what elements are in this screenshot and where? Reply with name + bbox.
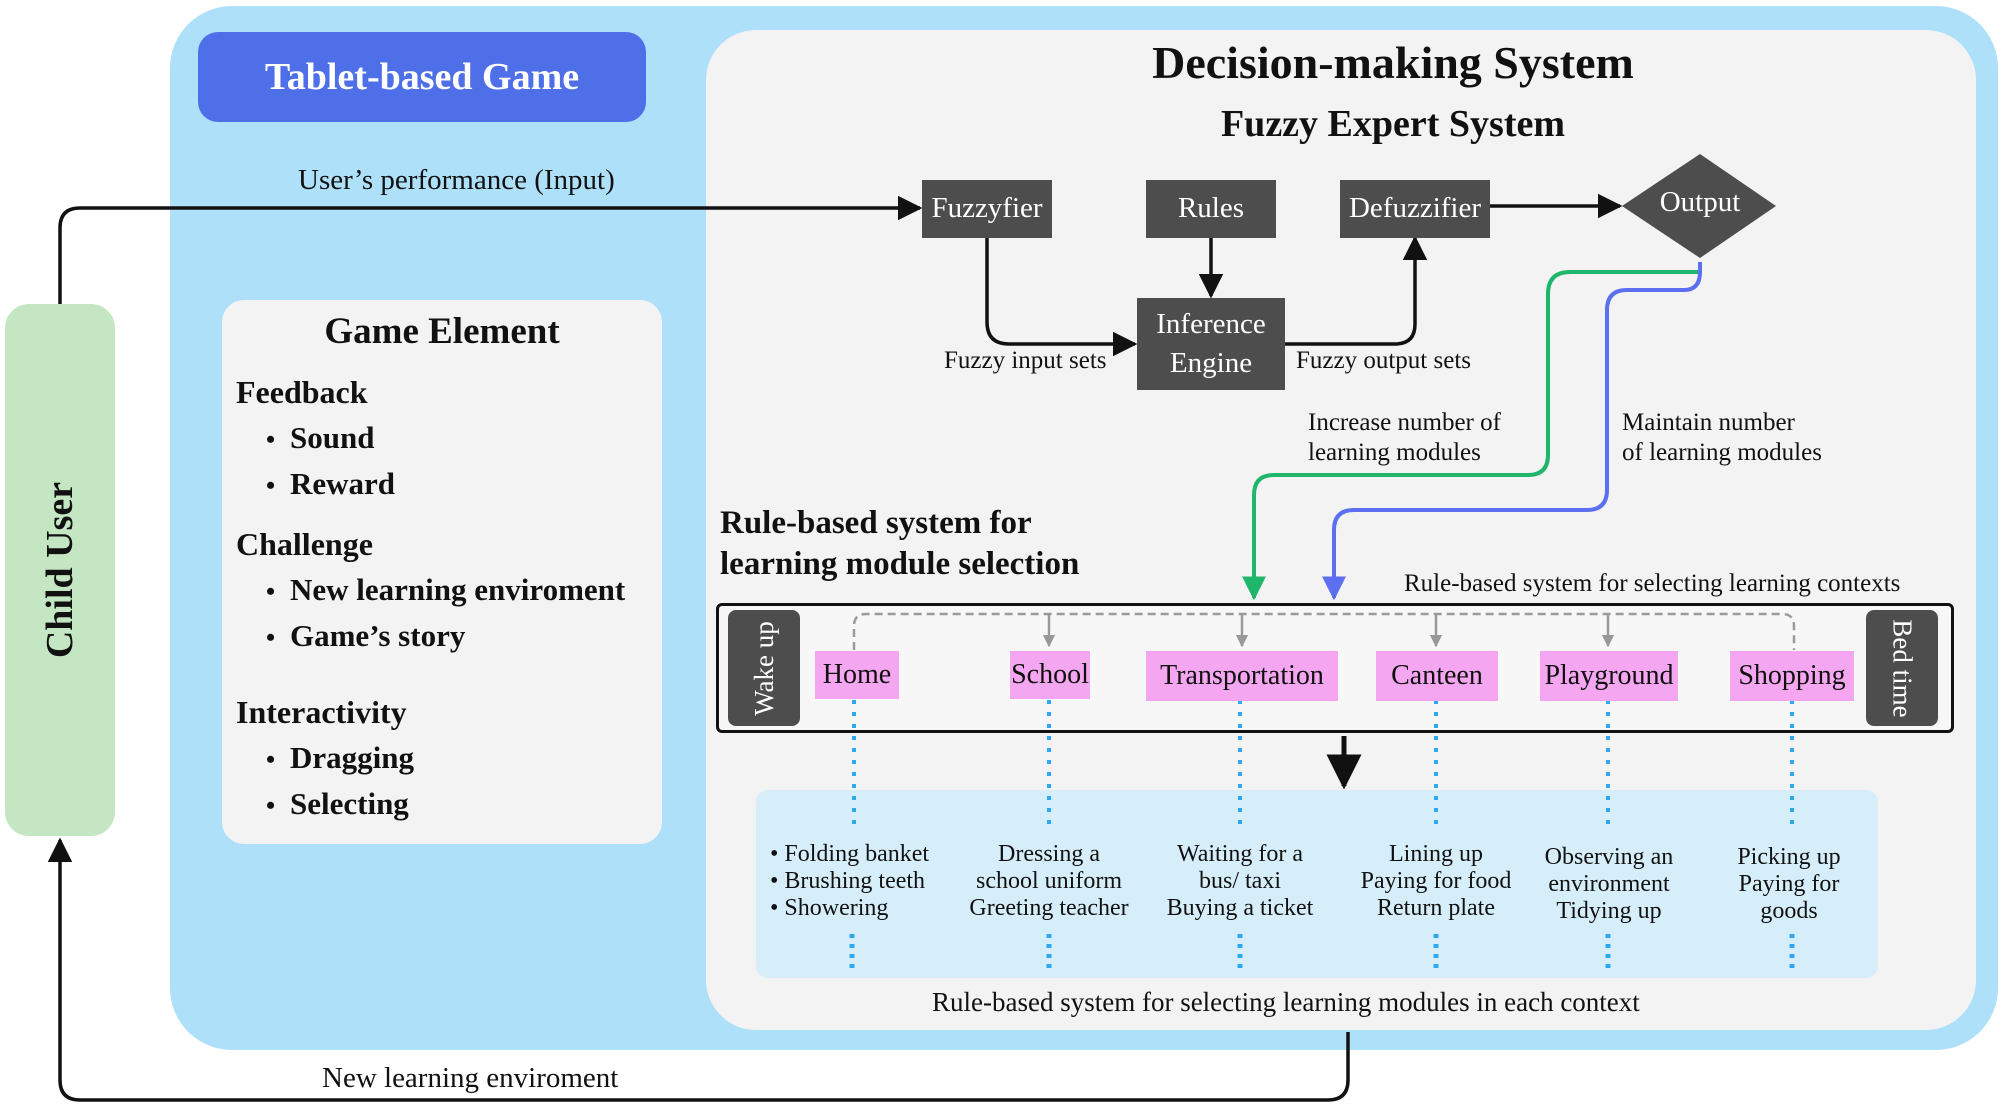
- group-item: Sound: [266, 420, 374, 456]
- modules-home: • Folding banket • Brushing teeth • Show…: [770, 841, 929, 922]
- group-item: Game’s story: [266, 618, 465, 654]
- modules-playground: Observing an environment Tidying up: [1524, 844, 1694, 925]
- modules-shopping: Picking up Paying for goods: [1714, 844, 1864, 925]
- rule-based-title-1: Rule-based system for: [720, 505, 1032, 541]
- module-item: • Brushing teeth: [770, 867, 926, 894]
- module-item: Waiting for a: [1176, 841, 1304, 867]
- maintain-label-2: of learning modules: [1622, 439, 1822, 466]
- increase-label-2: learning modules: [1308, 439, 1481, 466]
- context-branch-ticks: [1042, 614, 1615, 648]
- modules-school: Dressing a school uniform Greeting teach…: [956, 841, 1142, 922]
- output-diamond: [1622, 154, 1776, 258]
- group-item: Selecting: [266, 786, 409, 822]
- module-item: Paying for: [1738, 870, 1840, 897]
- inference-label-1: Inference: [1156, 307, 1266, 340]
- group-heading-feedback: Feedback: [236, 374, 368, 410]
- child-user-label: Child User: [39, 481, 82, 659]
- tablet-game-title: Tablet-based Game: [198, 32, 646, 122]
- fuzzy-input-arrow: [985, 238, 1138, 357]
- user-performance-arrow: [58, 195, 923, 304]
- context-shopping: Shopping: [1730, 651, 1854, 701]
- module-item: Observing an: [1544, 844, 1674, 870]
- fuzzyfier-box: Fuzzyfier: [922, 180, 1052, 238]
- group-item: Dragging: [266, 740, 414, 776]
- modules-label: Rule-based system for selecting learning…: [932, 987, 1640, 1017]
- group-item: Reward: [266, 466, 395, 502]
- context-branch-line: [852, 612, 1796, 650]
- context-playground: Playground: [1540, 651, 1678, 701]
- decision-system-title: Decision-making System: [1152, 37, 1634, 88]
- maintain-arrow: [1322, 262, 1702, 601]
- inference-engine-box: Inference Engine: [1137, 298, 1285, 390]
- maintain-label-1: Maintain number: [1622, 409, 1795, 436]
- module-item: Tidying up: [1556, 897, 1662, 924]
- new-environment-label: New learning enviroment: [322, 1062, 619, 1094]
- group-item: New learning enviroment: [266, 572, 625, 608]
- game-element-title: Game Element: [324, 311, 560, 352]
- defuzzifier-box: Defuzzifier: [1340, 180, 1490, 238]
- child-user-box: Child User: [5, 304, 115, 836]
- maintain-label: Maintain number of learning modules: [1622, 408, 1822, 468]
- module-item: Picking up: [1737, 844, 1841, 870]
- fuzzy-output-label: Fuzzy output sets: [1296, 347, 1471, 374]
- module-item: goods: [1760, 897, 1818, 924]
- learning-modules-panel: [756, 790, 1878, 978]
- bed-time-label: Bed time: [1887, 618, 1918, 718]
- rule-based-title-2: learning module selection: [720, 546, 1080, 583]
- rules-box: Rules: [1146, 180, 1276, 238]
- module-item: Paying for food: [1360, 867, 1512, 894]
- increase-label: Increase number of learning modules: [1308, 408, 1501, 468]
- module-item: Dressing a: [998, 841, 1100, 867]
- module-dotted-links: [852, 700, 1794, 832]
- inference-label-2: Engine: [1169, 347, 1253, 379]
- new-environment-arrow: [47, 837, 1350, 1102]
- fuzzy-input-label: Fuzzy input sets: [944, 347, 1107, 374]
- module-item: • Showering: [770, 894, 889, 921]
- bed-time-tab: Bed time: [1866, 610, 1938, 726]
- context-canteen: Canteen: [1376, 651, 1498, 701]
- module-item: Lining up: [1389, 841, 1483, 867]
- context-transportation: Transportation: [1146, 651, 1338, 701]
- wake-up-label: Wake up: [748, 620, 779, 716]
- rule-based-title: Rule-based system for learning module se…: [720, 503, 1079, 586]
- module-item: school uniform: [976, 867, 1122, 894]
- context-home: Home: [815, 651, 899, 699]
- modules-canteen: Lining up Paying for food Return plate: [1346, 841, 1526, 922]
- group-heading-interactivity: Interactivity: [236, 694, 407, 730]
- module-continuation-dots: [849, 934, 1795, 968]
- module-item: Return plate: [1377, 894, 1495, 921]
- fuzzy-expert-title: Fuzzy Expert System: [1220, 103, 1566, 145]
- module-item: • Folding banket: [770, 841, 930, 867]
- module-item: bus/ taxi: [1199, 867, 1281, 894]
- user-performance-label: User’s performance (Input): [298, 164, 615, 196]
- context-school: School: [1010, 651, 1090, 699]
- fuzzy-output-arrow: [1285, 235, 1428, 346]
- modules-transportation: Waiting for a bus/ taxi Buying a ticket: [1150, 841, 1330, 922]
- contexts-label: Rule-based system for selecting learning…: [1404, 570, 1901, 597]
- module-item: Greeting teacher: [969, 894, 1129, 921]
- increase-label-1: Increase number of: [1308, 409, 1501, 436]
- group-heading-challenge: Challenge: [236, 526, 373, 562]
- module-item: Buying a ticket: [1166, 894, 1314, 921]
- wake-up-tab: Wake up: [728, 610, 800, 726]
- module-item: environment: [1548, 870, 1670, 897]
- increase-arrow: [1242, 262, 1702, 601]
- output-label: Output: [1659, 186, 1741, 218]
